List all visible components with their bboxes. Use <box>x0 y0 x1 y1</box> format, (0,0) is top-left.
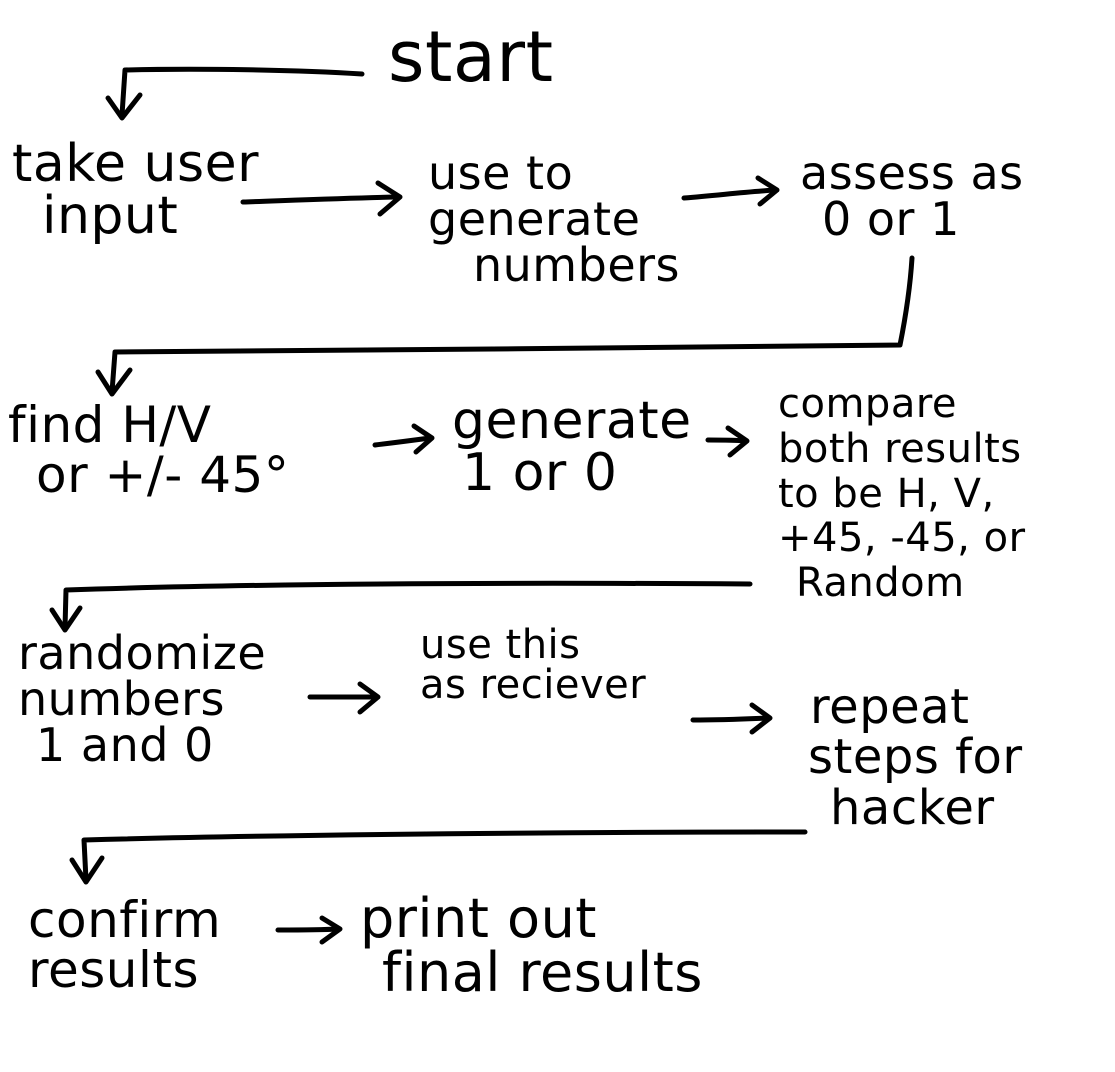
node-print-out-line-1: print out <box>360 887 597 950</box>
node-randomize: randomize numbers 1 and 0 <box>18 630 266 768</box>
node-repeat-line-3: hacker <box>830 779 995 836</box>
arrow-randomize-to-use-this <box>307 681 381 715</box>
node-find-hv: find H/V or +/- 45° <box>8 400 289 500</box>
node-use-this: use this as reciever <box>420 625 646 705</box>
arrow-input-to-use-to-generate <box>240 180 403 217</box>
node-repeat-line-2: steps for <box>808 729 1023 786</box>
node-compare-line-2: both results <box>778 425 1022 472</box>
arrow-use-this-to-repeat <box>690 702 773 735</box>
node-compare: compare both results to be H, V, +45, -4… <box>778 382 1026 606</box>
node-assess-line-2: 0 or 1 <box>822 192 960 246</box>
node-compare-line-4: +45, -45, or <box>778 515 1026 562</box>
node-confirm-line-2: results <box>28 941 200 999</box>
node-generate-1-or-0: generate 1 or 0 <box>452 395 692 499</box>
node-assess-line-1: assess as <box>800 146 1024 200</box>
node-use-this-line-1: use this <box>420 622 581 668</box>
node-generate-1-or-0-line-1: generate <box>452 391 692 451</box>
node-assess: assess as 0 or 1 <box>800 150 1024 242</box>
node-use-to-generate-line-3: numbers <box>473 238 680 292</box>
node-use-this-line-2: as reciever <box>420 662 647 708</box>
node-repeat: repeat steps for hacker <box>808 679 1023 836</box>
node-find-hv-line-2: or +/- 45° <box>36 446 290 504</box>
node-use-to-generate: use to generate numbers <box>428 150 680 288</box>
node-repeat-line-1: repeat <box>810 679 970 735</box>
node-take-user-input-line-2: input <box>42 186 179 246</box>
node-generate-1-or-0-line-2: 1 or 0 <box>462 443 618 503</box>
node-randomize-line-3: 1 and 0 <box>36 718 214 772</box>
node-randomize-line-1: randomize <box>18 626 267 680</box>
node-find-hv-line-1: find H/V <box>8 396 212 454</box>
arrow-start-to-take-user-input <box>105 66 365 121</box>
node-take-user-input: take user input <box>12 138 259 242</box>
arrow-repeat-to-confirm <box>69 829 808 885</box>
node-compare-line-1: compare <box>778 381 958 427</box>
node-confirm-line-1: confirm <box>28 891 222 949</box>
node-use-to-generate-line-1: use to <box>428 146 574 200</box>
arrow-assess-to-find-hv <box>95 255 915 397</box>
node-print-out-line-2: final results <box>382 941 703 1004</box>
arrow-generate-to-assess <box>681 175 780 207</box>
node-compare-line-3: to be H, V, <box>778 470 995 517</box>
node-start: start <box>388 22 554 92</box>
arrow-confirm-to-print-out <box>275 915 343 945</box>
arrow-generate-to-compare <box>705 425 750 458</box>
node-start-line-1: start <box>388 16 554 98</box>
node-randomize-line-2: numbers <box>18 672 225 726</box>
node-compare-line-5: Random <box>796 560 965 607</box>
node-confirm: confirm results <box>28 895 221 995</box>
node-print-out: print out final results <box>360 892 703 1000</box>
arrow-find-hv-to-generate <box>372 423 435 455</box>
node-use-to-generate-line-2: generate <box>428 192 641 246</box>
node-take-user-input-line-1: take user <box>12 134 259 194</box>
arrow-compare-to-randomize <box>49 580 753 633</box>
